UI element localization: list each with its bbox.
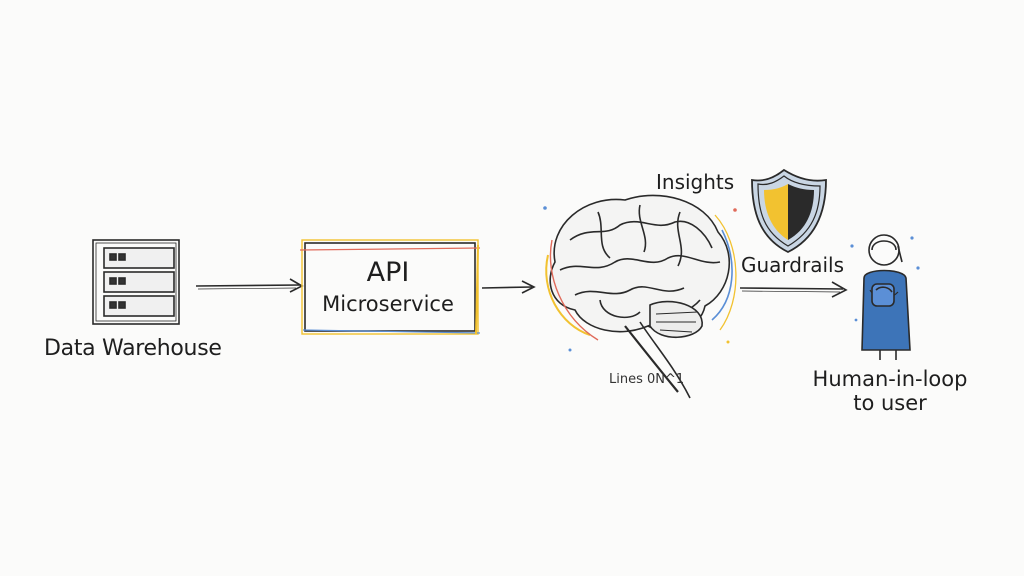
api-subtitle: Microservice (322, 292, 454, 316)
arrow-api-to-brain (481, 280, 536, 294)
data-warehouse-label: Data Warehouse (44, 336, 222, 361)
human-label-line2: to user (853, 391, 927, 415)
human-label: Human-in-loop to user (790, 367, 990, 415)
arrow-dw-to-api (195, 278, 304, 293)
shield-icon (751, 168, 827, 254)
guardrails-label: Guardrails (741, 253, 845, 277)
api-title: API (366, 257, 410, 288)
human-label-line1: Human-in-loop (812, 367, 968, 391)
server-icon (92, 239, 180, 325)
brain-caption: Lines 0N^1 (609, 372, 685, 387)
arrow-brain-to-human (739, 281, 848, 298)
insights-label: Insights (656, 170, 735, 194)
api-box (299, 239, 481, 335)
human-icon (850, 234, 920, 360)
brain-icon (543, 194, 737, 399)
